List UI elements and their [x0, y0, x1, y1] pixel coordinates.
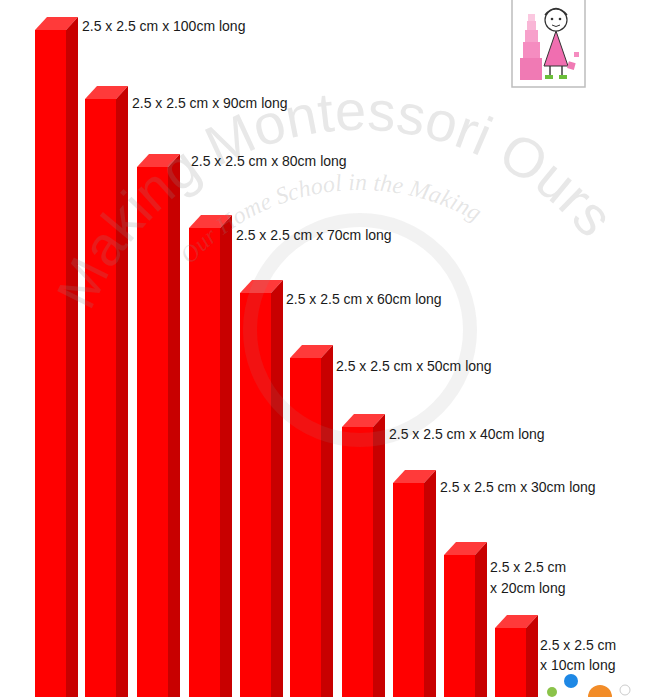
dimension-label: 2.5 x 2.5 cm x 60cm long — [286, 291, 442, 308]
bottom-logo — [547, 674, 630, 697]
watermark-title: Making Montessori Ours — [44, 79, 626, 318]
dimension-label: 2.5 x 2.5 cm x 50cm long — [336, 358, 492, 375]
rod-bars — [35, 17, 538, 697]
watermark-subtitle-text: Our Home School in the Making — [175, 169, 486, 268]
watermark-ring — [250, 220, 470, 440]
dimension-label: 2.5 x 2.5 cm x 100cm long — [82, 18, 245, 35]
dimension-label: 2.5 x 2.5 cm x 80cm long — [191, 153, 347, 170]
dimension-label: 2.5 x 2.5 cm x 70cm long — [236, 227, 392, 244]
dimension-label: 2.5 x 2.5 cm x 40cm long — [389, 426, 545, 443]
watermark-title-text: Making Montessori Ours — [44, 79, 626, 318]
watermark-subtitle: Our Home School in the Making — [175, 169, 486, 268]
dimension-label: 2.5 x 2.5 cm x 30cm long — [440, 479, 596, 496]
dimension-label: 2.5 x 2.5 cm x 20cm long — [490, 557, 574, 599]
top-right-icon — [512, 0, 585, 87]
dimension-label: 2.5 x 2.5 cm x 10cm long — [540, 635, 624, 675]
dimension-label: 2.5 x 2.5 cm x 90cm long — [132, 95, 288, 112]
